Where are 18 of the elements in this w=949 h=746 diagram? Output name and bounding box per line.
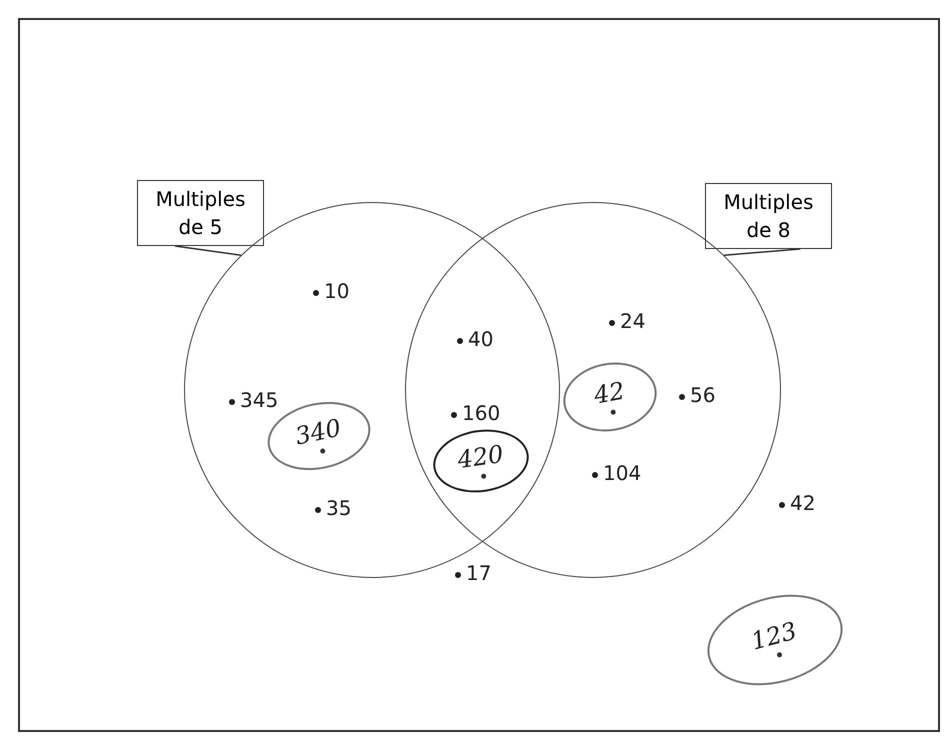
number-label: 42 — [790, 491, 816, 515]
category-box: Multiples de 8 — [705, 183, 832, 249]
number-label: 17 — [466, 561, 492, 585]
number-label: 24 — [620, 309, 646, 333]
number-label: 56 — [690, 383, 716, 407]
handwritten-number: 42 — [592, 377, 626, 408]
number-label: 345 — [240, 388, 278, 412]
handwritten-number: 340 — [292, 414, 344, 450]
number-label: 10 — [324, 279, 350, 303]
number-label: 35 — [326, 496, 352, 520]
handwritten-number: 123 — [748, 617, 800, 654]
number-label: 104 — [603, 461, 642, 485]
number-label: 160 — [462, 401, 500, 425]
leader-line — [724, 248, 800, 256]
handwritten-number: 420 — [456, 440, 505, 473]
leader-line — [175, 245, 242, 256]
category-box: Multiples de 5 — [137, 180, 264, 246]
number-label: 40 — [468, 327, 494, 351]
